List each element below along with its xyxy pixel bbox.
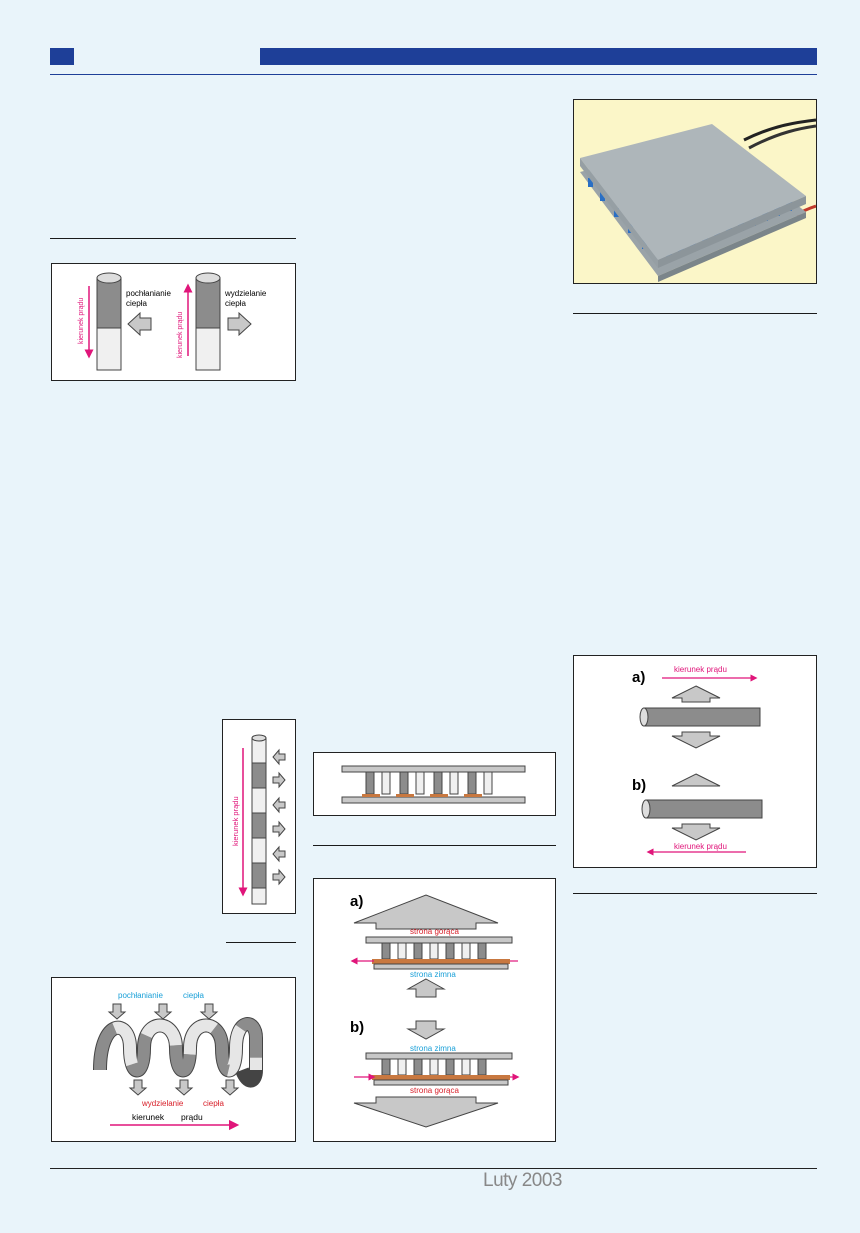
zigzag-heat-top-label: ciepła bbox=[183, 991, 204, 1000]
figure-zigzag-chain: pochłanianie ciepła wydzielanie ciepła k… bbox=[51, 977, 296, 1142]
figure-module-hot-cold: a) strona gorąca strona zimna b) strona … bbox=[313, 878, 556, 1142]
module-b-cold-label: strona zimna bbox=[410, 1044, 456, 1053]
bars-a-current-label: kierunek prądu bbox=[674, 665, 727, 674]
absorb-label-1: pochłanianie bbox=[126, 289, 171, 298]
current-label-left: kierunek prądu bbox=[78, 298, 85, 344]
rod-current-label: kierunek prądu bbox=[231, 796, 240, 846]
caption-rule bbox=[573, 313, 817, 314]
header-bar bbox=[260, 48, 817, 65]
bars-b-label: b) bbox=[632, 777, 646, 794]
bars-a-label: a) bbox=[632, 669, 645, 686]
module-a-label: a) bbox=[350, 893, 363, 910]
figure-bars-current: a) kierunek prądu b) kierunek prądu bbox=[573, 655, 817, 868]
header-page-marker bbox=[50, 48, 74, 65]
figure-segmented-rod: kierunek prądu bbox=[222, 719, 296, 914]
module-a-cold-label: strona zimna bbox=[410, 970, 456, 979]
caption-rule bbox=[226, 942, 296, 943]
zigzag-heat-bottom-label: ciepła bbox=[203, 1099, 224, 1108]
caption-rule bbox=[50, 238, 296, 239]
zigzag-absorb-label: pochłanianie bbox=[118, 991, 163, 1000]
footer-rule bbox=[50, 1168, 817, 1169]
current-label-right: kierunek prądu bbox=[177, 312, 184, 358]
caption-rule bbox=[313, 845, 556, 846]
caption-rule bbox=[573, 893, 817, 894]
figure-module-section bbox=[313, 752, 556, 816]
footer-issue: Luty 2003 bbox=[483, 1170, 562, 1191]
module-b-label: b) bbox=[350, 1019, 364, 1036]
zigzag-emit-label: wydzielanie bbox=[141, 1099, 184, 1108]
absorb-label-2: ciepła bbox=[126, 299, 147, 308]
figure-peltier-cylinders: kierunek prądu kierunek prądu pochłanian… bbox=[51, 263, 296, 381]
emit-label-1: wydzielanie bbox=[224, 289, 267, 298]
bars-b-current-label: kierunek prądu bbox=[674, 842, 727, 851]
header-rule bbox=[50, 74, 817, 75]
figure-peltier-photo bbox=[573, 99, 817, 284]
emit-label-2: ciepła bbox=[225, 299, 246, 308]
module-a-hot-label: strona gorąca bbox=[410, 927, 459, 936]
module-b-hot-label: strona gorąca bbox=[410, 1086, 459, 1095]
zigzag-current-label-2: prądu bbox=[181, 1112, 203, 1122]
zigzag-current-label: kierunek bbox=[132, 1112, 165, 1122]
